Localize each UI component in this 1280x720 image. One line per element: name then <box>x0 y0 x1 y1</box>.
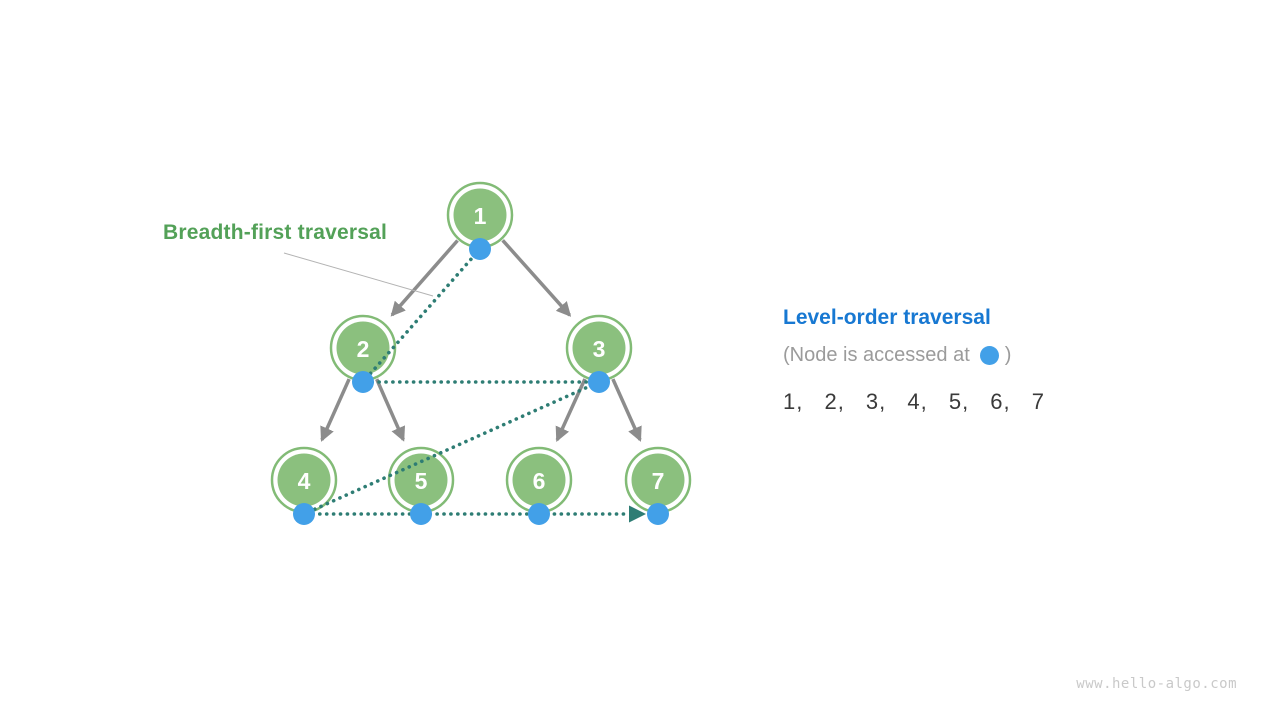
node-label-1: 1 <box>474 203 487 229</box>
node-label-4: 4 <box>298 468 311 494</box>
access-dot-2 <box>352 371 374 393</box>
access-dot-1 <box>469 238 491 260</box>
traversal-sequence-text: 1, 2, 3, 4, 5, 6, 7 <box>783 389 1045 414</box>
tree-edge-3-7 <box>611 378 642 442</box>
node-circle-2 <box>336 321 390 375</box>
legend-panel: Level-order traversal (Node is accessed … <box>783 306 1113 437</box>
access-note-prefix: (Node is accessed at <box>783 344 970 366</box>
access-dot-5 <box>410 503 432 525</box>
node-label-6: 6 <box>533 468 546 494</box>
node-label-5: 5 <box>415 468 428 494</box>
tree-edge-3-6 <box>555 378 587 442</box>
node-label-3: 3 <box>593 336 606 362</box>
node-circle-3 <box>572 321 626 375</box>
tree-edge-2-4 <box>320 378 351 442</box>
access-dot-3 <box>588 371 610 393</box>
tree-edge-1-3 <box>501 239 572 317</box>
access-dot-7 <box>647 503 669 525</box>
tree-edge-2-5 <box>375 378 406 442</box>
access-dot-6 <box>528 503 550 525</box>
blue-access-dot-icon <box>979 346 999 365</box>
access-note-suffix: ) <box>1004 344 1012 366</box>
tree-edge-1-2 <box>390 239 459 317</box>
label-leader-line <box>283 252 434 297</box>
breadth-first-traversal-label: Breadth-first traversal <box>163 221 388 244</box>
node-circle-7 <box>631 453 685 507</box>
access-dot-4 <box>293 503 315 525</box>
level-order-traversal-title: Level-order traversal <box>783 306 991 329</box>
watermark-url: www.hello-algo.com <box>1076 676 1237 692</box>
access-note: (Node is accessed at ) <box>783 344 1113 367</box>
traversal-arrowhead <box>629 505 646 523</box>
node-circle-6 <box>512 453 566 507</box>
node-circle-1 <box>453 188 507 242</box>
node-label-7: 7 <box>652 468 665 494</box>
node-label-2: 2 <box>357 336 370 362</box>
node-circle-4 <box>277 453 331 507</box>
